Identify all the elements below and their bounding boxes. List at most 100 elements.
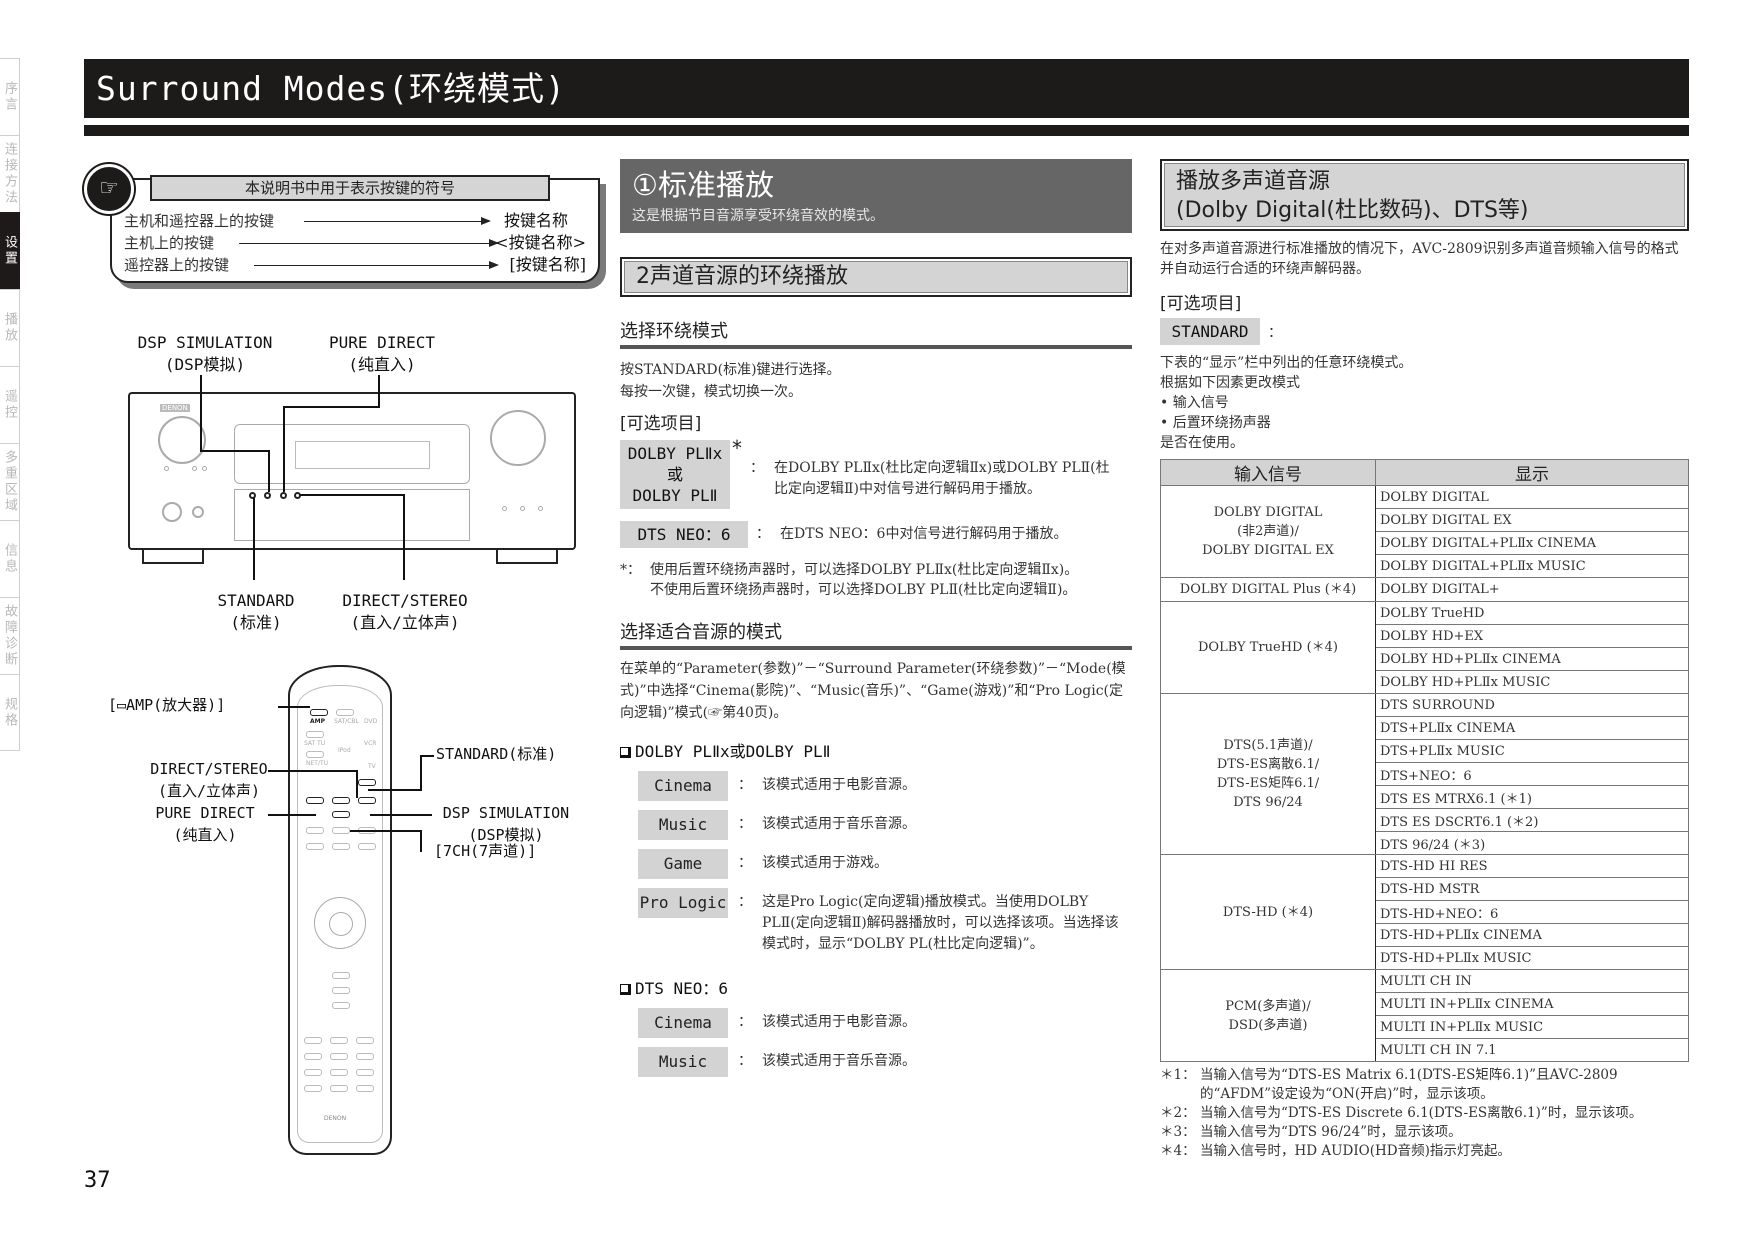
mode-description: ：该模式适用于电影音源。 — [738, 777, 916, 793]
callout-text: (DSP模拟) — [164, 355, 246, 374]
chapter-tab-connections[interactable]: 连接方法 — [0, 135, 20, 212]
display-cell: MULTI CH IN — [1375, 969, 1689, 993]
display-cell: DOLBY HD+EX — [1375, 624, 1689, 648]
footnote: ＊3：当输入信号为“DTS 96/24”时，显示该项。 — [1160, 1123, 1689, 1142]
pure-direct-button[interactable] — [280, 492, 287, 499]
pure-direct-remote-button[interactable] — [306, 797, 324, 804]
display-cell: DTS+PLⅡx MUSIC — [1375, 739, 1689, 763]
table-row: MULTI IN+PLⅡx MUSIC — [1161, 1015, 1689, 1039]
mode-key-music: Music — [638, 1047, 728, 1077]
key-text: SAT/CBL — [334, 718, 359, 725]
display-cell: DTS+NEO：6 — [1375, 762, 1689, 786]
footnote-text: 当输入信号时，HD AUDIO(HD音频)指示灯亮起。 — [1200, 1143, 1511, 1159]
callout-text: (纯直入) — [348, 355, 416, 374]
page-number: 37 — [84, 1168, 111, 1193]
chapter-tab-preface[interactable]: 序言 — [0, 58, 20, 135]
footnote-text: 当输入信号为“DTS-ES Matrix 6.1(DTS-ES矩阵6.1)”且A… — [1200, 1067, 1618, 1102]
footnote-text: 当输入信号为“DTS-ES Discrete 6.1(DTS-ES离散6.1)”… — [1200, 1105, 1643, 1121]
display-cell: DOLBY TrueHD — [1375, 601, 1689, 625]
option-row: DOLBY PLⅡx 或 DOLBY PLⅡ * ：在DOLBY PLⅡx(杜比… — [620, 438, 1132, 509]
arrow-icon — [254, 261, 499, 269]
chapter-tab-remote[interactable]: 遥控 — [0, 366, 20, 443]
direct-stereo-remote-button[interactable] — [332, 797, 350, 804]
legend-label: 主机和遥控器上的按键 — [124, 212, 275, 230]
select-surround-mode-title: 选择环绕模式 — [620, 317, 1132, 349]
display-cell: DTS-HD+PLⅡx MUSIC — [1375, 946, 1689, 970]
legend-label: 主机上的按键 — [124, 234, 215, 252]
key-text: TV — [368, 763, 376, 770]
mode-key-cinema: Cinema — [638, 771, 728, 801]
mode-description: ：该模式适用于游戏。 — [738, 855, 888, 871]
display-cell: DOLBY DIGITAL — [1375, 485, 1689, 509]
chapter-tab-playback[interactable]: 播放 — [0, 289, 20, 366]
label-standard: STANDARD(标准) — [436, 745, 557, 763]
legend-value: 按键名称 — [503, 211, 568, 230]
7ch-remote-button[interactable] — [332, 811, 350, 818]
mode-row: Music ：该模式适用于音乐音源。 — [638, 810, 1132, 840]
desc-line: 下表的“显示”栏中列出的任意环绕模式。 — [1160, 355, 1413, 371]
display-cell: DOLBY DIGITAL+PLⅡx CINEMA — [1375, 531, 1689, 555]
chapter-tab-setup[interactable]: 设置 — [0, 212, 20, 289]
mode-key-pro-logic: Pro Logic — [638, 888, 728, 918]
receiver-front-panel: DENON — [128, 392, 576, 550]
dts-neo6-group-title: DTS NEO：6 — [620, 975, 1132, 999]
checkbox-icon — [620, 984, 631, 995]
dpad-icon[interactable] — [314, 897, 366, 949]
key-text: DOLBY PLⅡx — [627, 444, 723, 463]
footnotes: ＊1：当输入信号为“DTS-ES Matrix 6.1(DTS-ES矩阵6.1)… — [1160, 1066, 1689, 1161]
key-symbol-legend: ☞ 本说明书中用于表示按键的符号 主机和遥控器上的按键 按键名称 主机上的按键 … — [84, 164, 600, 283]
footnote-mark: ＊3： — [1160, 1124, 1196, 1140]
options-label: [可选项目] — [1160, 294, 1242, 314]
header-divider — [84, 125, 1689, 136]
legend-row: 遥控器上的按键 [按键名称] — [124, 254, 586, 276]
mode-row: Pro Logic ：这是Pro Logic(定向逻辑)播放模式。当使用DOLB… — [638, 888, 1132, 955]
key-text: DVD — [364, 718, 378, 725]
sat-cbl-button[interactable] — [336, 709, 354, 716]
group-title-text: DOLBY PLⅡx或DOLBY PLⅡ — [635, 742, 831, 761]
mode-row: Cinema ：该模式适用于电影音源。 — [638, 1008, 1132, 1038]
callout-text: DIRECT/STEREO — [342, 591, 468, 610]
legend-label: 遥控器上的按键 — [124, 256, 230, 274]
dsp-simulation-button[interactable] — [264, 492, 271, 499]
label-text: (DSP模拟) — [468, 826, 544, 844]
footnote: *： 使用后置环绕扬声器时，可以选择DOLBY PLⅡx(杜比定向逻辑Ⅱx)。 … — [620, 560, 1132, 600]
brand-logo: DENON — [324, 1115, 347, 1122]
standard-button[interactable] — [249, 492, 256, 499]
chapter-tab-multizone[interactable]: 多重区域 — [0, 443, 20, 520]
chapter-tab-troubleshooting[interactable]: 故障诊断 — [0, 597, 20, 674]
mode-key-music: Music — [638, 810, 728, 840]
display-cell: DOLBY HD+PLⅡx MUSIC — [1375, 670, 1689, 694]
amp-button[interactable] — [310, 709, 328, 716]
dsp-simulation-remote-button[interactable] — [358, 797, 376, 804]
remote-control: AMP SAT/CBL DVD SAT TU IPod VCR NET/TU T… — [288, 665, 392, 1155]
option-key-dts-neo6: DTS NEO：6 — [620, 521, 748, 548]
label-text: PURE DIRECT — [155, 804, 255, 822]
mode-description: ：这是Pro Logic(定向逻辑)播放模式。当使用DOLBY PLⅡ(定向逻辑… — [738, 894, 1119, 952]
chapter-tab-info[interactable]: 信息 — [0, 520, 20, 597]
label-text: DIRECT/STEREO — [150, 760, 268, 778]
table-row: DOLBY DIGITAL (非2声道)/ DOLBY DIGITAL EX D… — [1160, 485, 1689, 578]
table-row: DTS ES DSCRT6.1 (＊2) — [1161, 808, 1689, 832]
chapter-tab-specs[interactable]: 规格 — [0, 674, 20, 751]
callout-pure-direct: PURE DIRECT (纯直入) — [322, 332, 442, 376]
mode-description: ：该模式适用于电影音源。 — [738, 1014, 916, 1030]
intro-text: 在对多声道音源进行标准播放的情况下，AVC-2809识别多声道音频输入信号的格式… — [1160, 241, 1679, 277]
input-signal-cell: DOLBY TrueHD (＊4) — [1160, 601, 1376, 694]
menu-instruction: 在菜单的“Parameter(参数)”－“Surround Parameter(… — [620, 661, 1126, 721]
standard-remote-button[interactable] — [358, 779, 376, 786]
display-cell: DTS SURROUND — [1375, 693, 1689, 717]
key-text: 或 — [666, 465, 683, 484]
desc-line: 是否在使用。 — [1160, 435, 1244, 451]
mode-row: Game ：该模式适用于游戏。 — [638, 849, 1132, 879]
select-source-mode-title: 选择适合音源的模式 — [620, 618, 1132, 650]
arrow-icon — [239, 239, 499, 247]
table-row: DTS-HD+PLⅡx MUSIC — [1161, 946, 1689, 970]
mode-description: ：该模式适用于音乐音源。 — [738, 816, 916, 832]
net-tu-button[interactable] — [306, 751, 324, 758]
sat-tu-button[interactable] — [306, 731, 324, 738]
standard-playback-section: ①标准播放 这是根据节目音源享受环绕音效的模式。 2声道音源的环绕播放 选择环绕… — [620, 159, 1132, 1077]
input-signal-cell: DOLBY DIGITAL (非2声道)/ DOLBY DIGITAL EX — [1160, 485, 1376, 578]
volume-knob-icon — [490, 410, 546, 466]
label-text: (纯直入) — [173, 826, 237, 844]
callout-text: STANDARD — [217, 591, 295, 610]
